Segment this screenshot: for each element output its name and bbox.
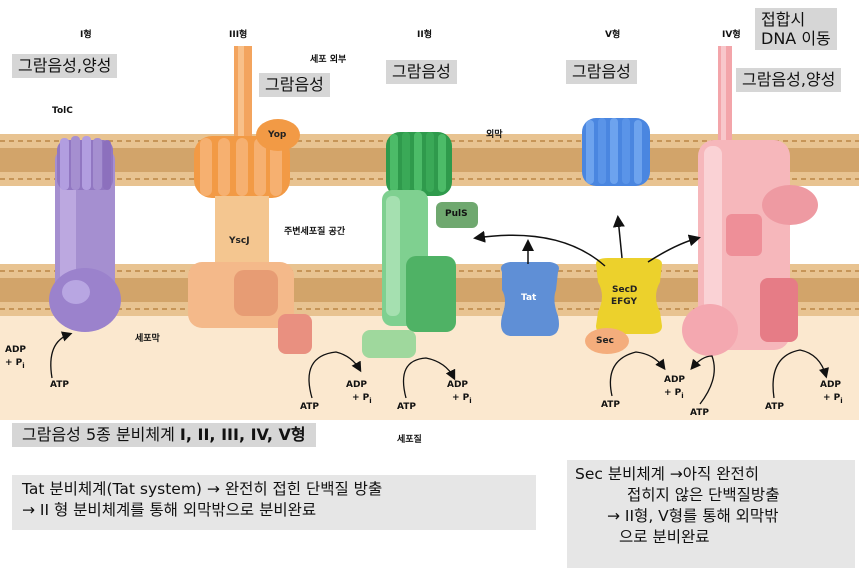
sec-label: Sec (596, 336, 614, 346)
periplasm-label: 주변세포질 공간 (284, 227, 346, 237)
summary-prefix: 그람음성 5종 분비체계 (22, 425, 180, 444)
adp-label-type2: ADP (447, 380, 469, 390)
pi-label-type4: + Pi (823, 393, 843, 405)
type5-secretion-system (582, 118, 650, 186)
yscj-label: YscJ (229, 236, 250, 246)
atp-curve-type1 (50, 331, 73, 379)
adp-label-type1: ADP (5, 345, 27, 355)
pi-label-type2: + Pi (452, 393, 472, 405)
conjugation-line2: DNA 이동 (761, 29, 831, 49)
summary-emphasis: I, II, III, IV, V형 (179, 425, 306, 444)
gram-box-type1: 그람음성,양성 (12, 54, 118, 78)
gram-box-type3: 그람음성 (259, 73, 330, 97)
atp-label-type2: ATP (397, 402, 417, 412)
tat-note-line2: → II 형 분비체계를 통해 외막밖으로 분비완료 (22, 500, 317, 519)
atp-label-type1: ATP (50, 380, 70, 390)
atp-curve-sec-right (690, 355, 715, 405)
sec-note-line2: 접히지 않은 단백질방출 (627, 485, 780, 504)
tolc-barrel (57, 136, 113, 190)
tat-note-line1: Tat 분비체계(Tat system) → 완전히 접힌 단백질 방출 (22, 480, 383, 498)
sec-note-line1: Sec 분비체계 →아직 완전히 (575, 465, 760, 483)
pi-label-sec: + Pi (664, 388, 684, 400)
tolc-label: TolC (52, 106, 73, 116)
atp-curve-type2 (402, 357, 456, 399)
type1-secretion-system (49, 136, 121, 332)
outside-cell-label: 세포 외부 (310, 55, 347, 65)
sec-note-line4: 으로 분비완료 (619, 527, 710, 546)
gram-box-type2: 그람음성 (386, 60, 457, 84)
sec-note: Sec 분비체계 →아직 완전히 접히지 않은 단백질방출 → II형, V형를… (567, 460, 855, 568)
atp-label-sec-right: ATP (690, 408, 710, 418)
conjugation-note: 접합시 DNA 이동 (755, 8, 837, 51)
gram-box-type4: 그람음성,양성 (736, 68, 842, 92)
arrow-sec-to-type2 (473, 230, 606, 267)
tat-translocase (501, 262, 559, 336)
adp-label-sec: ADP (664, 375, 686, 385)
tat-note: Tat 분비체계(Tat system) → 완전히 접힌 단백질 방출 → I… (12, 475, 536, 530)
type4-header: IV형 (722, 30, 741, 40)
summary-box: 그람음성 5종 분비체계 I, II, III, IV, V형 (12, 423, 316, 447)
yop-label: Yop (268, 130, 287, 140)
secd-label-line2: EFGY (611, 297, 638, 307)
atp-curve-sec-left (609, 351, 666, 397)
arrow-sec-to-type4 (647, 234, 701, 263)
gram-box-type5: 그람음성 (566, 60, 637, 84)
type2-secretion-system (362, 132, 478, 358)
type2-header: II형 (417, 30, 432, 40)
atp-curve-type3 (308, 351, 362, 399)
pi-label-type1: + Pi (5, 358, 25, 370)
sec-note-line3: → II형, V형를 통해 외막밖 (607, 506, 779, 525)
sec-protein (585, 328, 629, 354)
adp-label-type3: ADP (346, 380, 368, 390)
type4-secretion-system (682, 46, 818, 356)
inner-membrane-label: 세포막 (135, 334, 160, 344)
type5-header: V형 (605, 30, 621, 40)
outer-membrane-label: 외막 (486, 130, 503, 140)
puls-label: PulS (445, 209, 468, 219)
adp-label-type4: ADP (820, 380, 842, 390)
type1-header: I형 (80, 30, 92, 40)
secd-label-line1: SecD (612, 285, 638, 295)
conjugation-line1: 접합시 (761, 10, 806, 29)
atp-curve-type4 (772, 349, 829, 399)
arrow-sec-to-type5 (612, 215, 625, 259)
atp-label-type4: ATP (765, 402, 785, 412)
atp-label-sec-left: ATP (601, 400, 621, 410)
type3-secretion-system (188, 46, 312, 354)
type3-header: III형 (229, 30, 248, 40)
atp-label-type3: ATP (300, 402, 320, 412)
cytoplasm-label: 세포질 (397, 435, 422, 445)
secd-efgy-complex (596, 258, 662, 334)
pi-label-type3: + Pi (352, 393, 372, 405)
tat-label: Tat (521, 293, 537, 303)
